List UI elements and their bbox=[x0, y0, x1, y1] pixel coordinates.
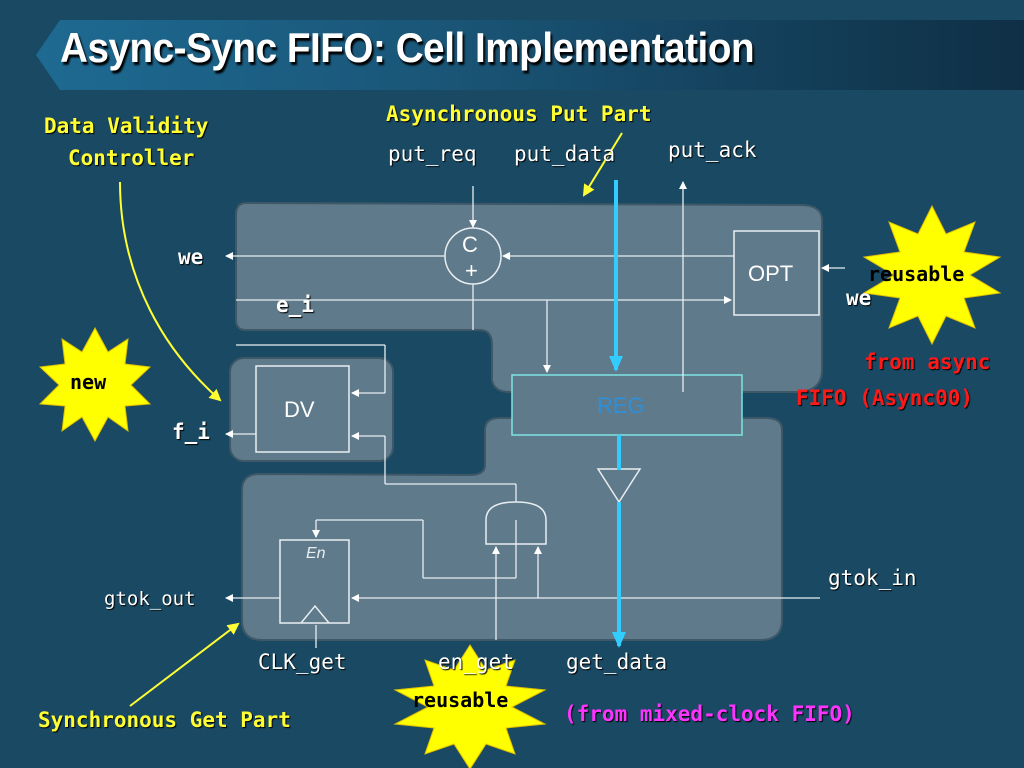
e-i-label: e_i bbox=[276, 293, 314, 317]
c-element-plus-label: + bbox=[465, 258, 478, 283]
opt-label: OPT bbox=[748, 261, 794, 286]
from-mixed-clock-label: (from mixed-clock FIFO) bbox=[564, 702, 855, 726]
put-data-label: put_data bbox=[514, 142, 616, 166]
en-flipflop-box bbox=[279, 539, 350, 624]
slide-title: Async-Sync FIFO: Cell Implementation bbox=[60, 24, 755, 71]
reusable-bottom-starburst-icon bbox=[393, 644, 547, 768]
gtok-out-label: gtok_out bbox=[104, 588, 196, 610]
c-element-label: C bbox=[462, 232, 478, 257]
from-async-label-1: from async bbox=[864, 350, 991, 374]
title-bar bbox=[36, 20, 1024, 90]
dv-annotation-arrow bbox=[119, 181, 222, 402]
clk-get-label: CLK_get bbox=[258, 650, 347, 674]
en-label: En bbox=[306, 545, 326, 562]
put-part-annotation-arrow bbox=[582, 132, 623, 197]
put-req-label: put_req bbox=[388, 142, 477, 166]
we-right-label: we bbox=[846, 286, 872, 310]
reg-label: REG bbox=[597, 393, 645, 418]
new-badge-label: new bbox=[70, 370, 107, 394]
gtok-in-label: gtok_in bbox=[828, 566, 917, 590]
en-get-label: en_get bbox=[438, 650, 514, 674]
we-left-label: we bbox=[178, 245, 204, 269]
reg-box bbox=[511, 374, 743, 436]
put-part-panel bbox=[235, 201, 823, 393]
reusable-bottom-badge-label: reusable bbox=[412, 688, 509, 712]
f-i-label: f_i bbox=[172, 420, 210, 444]
dv-label: DV bbox=[284, 397, 315, 422]
clock-triangle-icon bbox=[300, 604, 330, 624]
get-data-label: get_data bbox=[566, 650, 668, 674]
data-validity-controller-label-1: Data Validity bbox=[44, 114, 209, 138]
put-ack-label: put_ack bbox=[668, 138, 757, 162]
from-async-label-2: FIFO (Async00) bbox=[796, 386, 974, 410]
reusable-top-starburst-icon bbox=[862, 204, 1002, 346]
get-part-annotation-arrow bbox=[129, 622, 240, 707]
dv-box bbox=[255, 365, 350, 453]
new-starburst-icon bbox=[38, 326, 152, 443]
data-validity-controller-label-2: Controller bbox=[68, 146, 195, 170]
synchronous-get-part-label: Synchronous Get Part bbox=[38, 708, 291, 732]
asynchronous-put-part-label: Asynchronous Put Part bbox=[386, 102, 652, 126]
reusable-top-badge-label: reusable bbox=[868, 262, 965, 286]
opt-box bbox=[733, 230, 820, 316]
